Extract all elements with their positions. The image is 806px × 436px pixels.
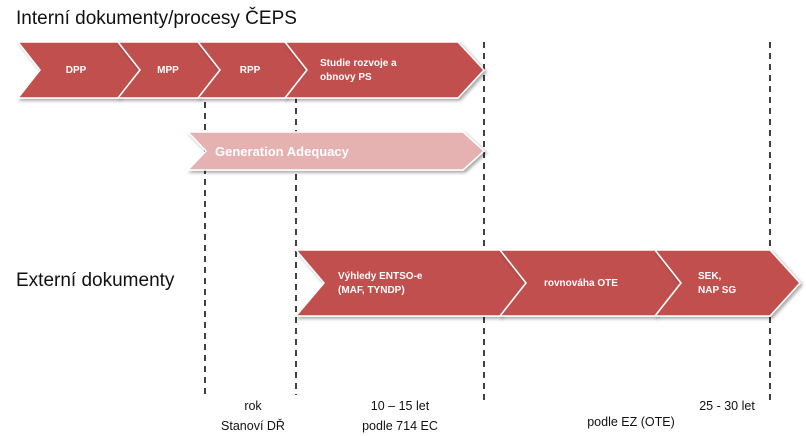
label-podle-ez: podle EZ (OTE) (587, 415, 675, 429)
arrow-label-line2: obnovy PS (320, 72, 372, 83)
chevron-shape (283, 41, 486, 99)
arrow-label: Výhledy ENTSO-e (338, 271, 423, 282)
generation-adequacy-arrow: Generation Adequacy (186, 131, 486, 171)
label-10-15-years: 10 – 15 let podle 714 EC (340, 396, 460, 436)
label-25-30-years: 25 - 30 let (699, 399, 755, 413)
chevron-shape (653, 249, 802, 317)
external-documents-heading: Externí dokumenty (16, 270, 175, 291)
arrow-label: DPP (66, 65, 87, 76)
arrow-label: MPP (157, 65, 179, 76)
external-arrow-entsoe: Výhledy ENTSO-e (MAF, TYNDP) (294, 249, 527, 317)
internal-arrow-dpp: DPP (16, 41, 141, 99)
separator-lines (204, 42, 771, 400)
arrow-label: SEK, (698, 271, 722, 282)
label-10-15-line2: podle 714 EC (362, 419, 438, 433)
generation-adequacy-label: Generation Adequacy (215, 144, 350, 159)
external-arrow-ote: rovnováha OTE (498, 249, 682, 317)
chevron-shape (294, 249, 527, 317)
label-rok-line1: rok (244, 399, 262, 413)
arrow-label-line2: (MAF, TYNDP) (338, 285, 405, 296)
label-rok: rok Stanoví DŘ (208, 396, 298, 436)
arrow-label-line2: NAP SG (698, 285, 736, 296)
arrow-label: RPP (240, 65, 261, 76)
chevron-shape (186, 131, 486, 171)
arrow-label: rovnováha OTE (544, 278, 618, 289)
internal-documents-heading: Interní dokumenty/procesy ČEPS (16, 8, 297, 29)
internal-arrow-studie: Studie rozvoje a obnovy PS (283, 41, 486, 99)
label-rok-line2: Stanoví DŘ (221, 419, 285, 433)
arrow-label: Studie rozvoje a (320, 58, 397, 69)
label-10-15-line1: 10 – 15 let (370, 399, 430, 413)
external-arrow-sek: SEK, NAP SG (653, 249, 802, 317)
